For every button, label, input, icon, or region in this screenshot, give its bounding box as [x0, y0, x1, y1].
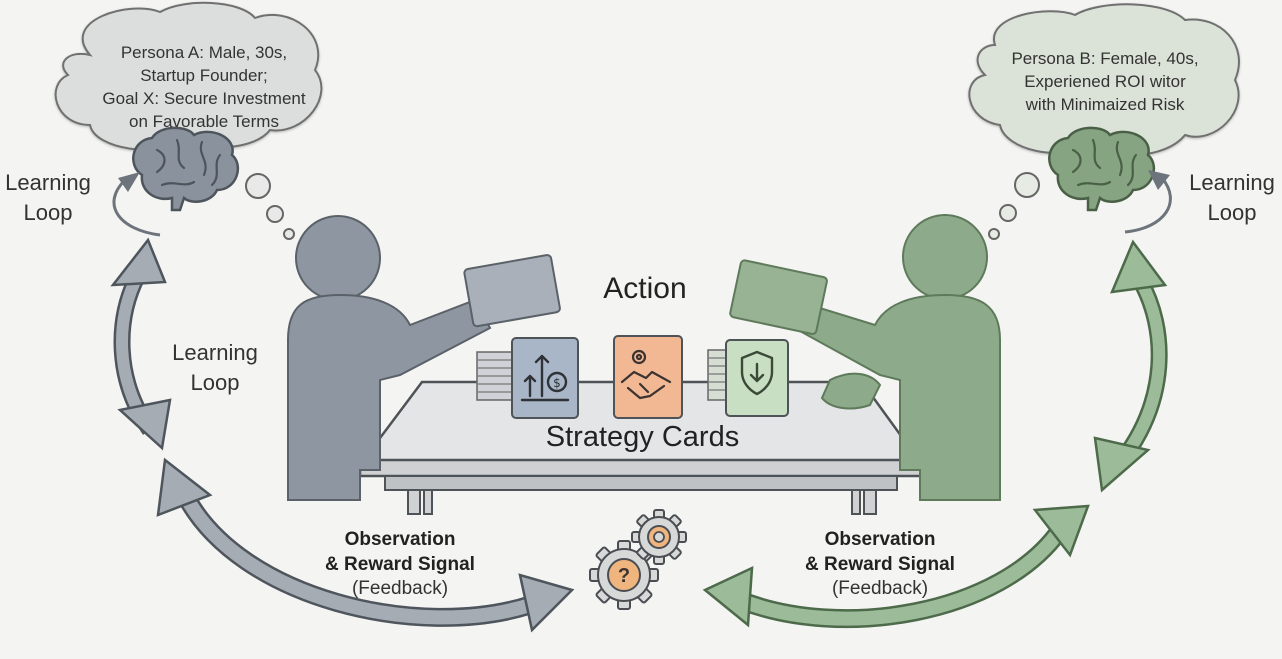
thought-bubble-a-1	[245, 173, 271, 199]
feedback-title-line-1: Observation	[344, 529, 456, 550]
gears-question-icon: ?	[589, 509, 687, 610]
learning-loop-arrowhead-small-b	[1148, 170, 1170, 190]
strategy-card-deal	[613, 335, 683, 419]
learning-loop-label-top-right: Learning Loop	[1182, 168, 1282, 227]
persona-a-line-1: Persona A: Male, 30s,	[120, 43, 288, 62]
learning-loop-arrow-small-b	[1124, 177, 1172, 234]
learning-loop-word-1: Learning	[172, 340, 258, 365]
feedback-title-line-2: & Reward Signal	[325, 553, 475, 575]
thought-bubble-b-3	[988, 228, 1000, 240]
learning-loop-label-top-left: Learning Loop	[0, 168, 96, 227]
feedback-arrow-right	[702, 504, 1090, 629]
persona-a-line-2: Startup Founder;	[140, 65, 268, 85]
persona-a-description: Persona A: Male, 30s, Startup Founder; G…	[88, 42, 320, 134]
action-label: Action	[603, 272, 687, 305]
svg-text:?: ?	[618, 565, 630, 587]
strategy-card-growth: $	[511, 337, 579, 419]
feedback-arrow-left	[156, 457, 575, 633]
feedback-subtitle: (Feedback)	[351, 578, 449, 600]
thought-bubble-a-2	[266, 205, 284, 223]
persona-b-line-2: Experiened ROI witor	[1024, 71, 1186, 91]
learning-loop-word-1: Learning	[1189, 170, 1275, 195]
learning-loop-word-2: Loop	[1207, 199, 1257, 225]
feedback-title-line-2: & Reward Signal	[805, 553, 955, 575]
strategy-cards-label: Strategy Cards	[545, 421, 740, 453]
thought-bubble-b-1	[1014, 172, 1040, 198]
handshake-gear-icon	[620, 349, 672, 400]
learning-loop-arrow-left	[110, 237, 172, 451]
learning-loop-arrow-small-a	[112, 178, 161, 237]
gear-icon-small	[631, 509, 687, 565]
feedback-title-line-1: Observation	[824, 529, 936, 550]
feedback-label-left: Observation & Reward Signal (Feedback)	[300, 528, 500, 602]
feedback-subtitle: (Feedback)	[831, 578, 929, 600]
shield-check-icon	[740, 350, 774, 396]
persona-b-line-1: Persona B: Female, 40s,	[1011, 49, 1199, 68]
thought-bubble-a-3	[283, 228, 295, 240]
gear-icon-large: ?	[589, 540, 659, 610]
learning-loop-word-1: Learning	[5, 170, 91, 195]
persona-b-line-3: with Minimaized Risk	[1025, 94, 1185, 114]
svg-text:$: $	[553, 376, 561, 390]
learning-loop-word-2: Loop	[23, 199, 73, 225]
learning-loop-arrow-right	[1093, 239, 1168, 493]
held-card-a	[463, 254, 561, 328]
agent-b-figure	[796, 214, 1001, 501]
thought-bubble-b-2	[999, 204, 1017, 222]
persona-b-description: Persona B: Female, 40s, Experiened ROI w…	[985, 48, 1225, 117]
learning-loop-label-mid-left: Learning Loop	[160, 338, 270, 397]
feedback-label-right: Observation & Reward Signal (Feedback)	[780, 528, 980, 602]
persona-a-line-3: Goal X: Secure Investment	[102, 88, 306, 108]
brain-icon-a	[132, 126, 240, 212]
learning-loop-word-2: Loop	[190, 369, 240, 395]
thought-cloud-a	[54, 1, 323, 151]
thought-cloud-b	[968, 3, 1240, 157]
strategy-card-shield	[725, 339, 789, 417]
growth-chart-dollar-icon: $	[520, 354, 570, 402]
agent-a-figure	[287, 215, 492, 501]
brain-icon-b	[1048, 126, 1156, 212]
held-card-b	[729, 259, 828, 335]
persona-a-line-4: on Favorable Terms	[129, 111, 279, 131]
learning-loop-arrowhead-small-a	[118, 172, 140, 192]
